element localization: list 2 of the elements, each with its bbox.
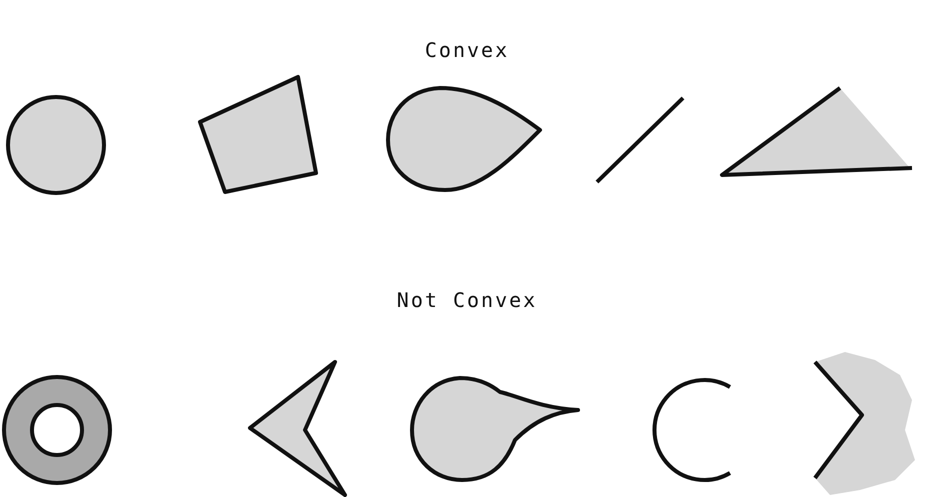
section-heading: Not Convex	[396, 288, 538, 312]
section-heading: Convex	[424, 38, 510, 62]
